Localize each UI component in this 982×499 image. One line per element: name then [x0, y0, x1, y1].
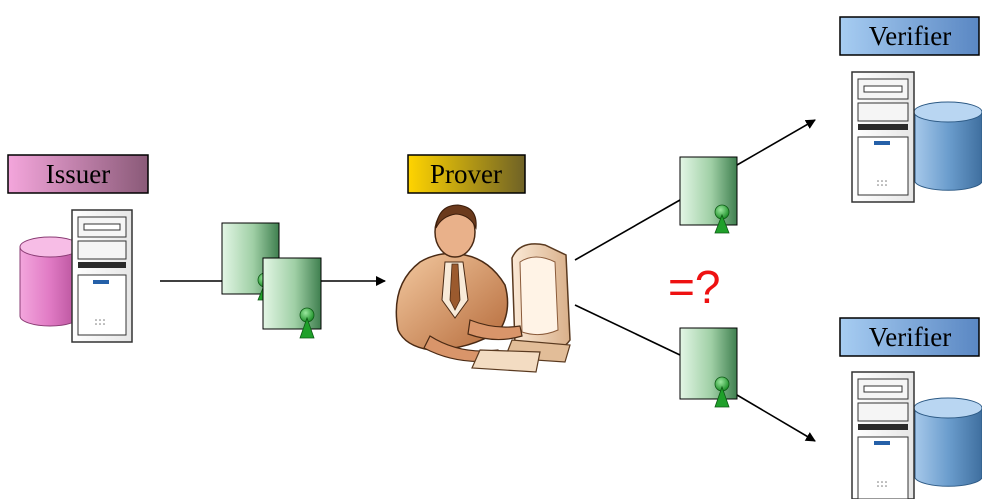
keyhole-icon [299, 307, 315, 339]
prover-label: Prover [407, 154, 526, 194]
verifier-bottom-server-icon [851, 371, 915, 499]
issuer-database-icon [19, 236, 81, 327]
verifier-top-database-icon [913, 101, 982, 191]
verifier-top-label: Verifier [839, 16, 980, 56]
issuer-server-icon [71, 209, 133, 343]
prover-person-at-computer-icon [395, 204, 571, 373]
arrow-prover-to-verifier-top [574, 199, 681, 261]
arrow-prover-to-verifier-bottom [574, 304, 681, 356]
presented-credential-top [679, 156, 738, 234]
verifier-bottom-database-icon [913, 397, 982, 487]
verifier-top-server-icon [851, 71, 915, 203]
credential-document-front [262, 257, 322, 339]
keyhole-icon [714, 376, 730, 408]
comparison-equals-question: =? [668, 261, 720, 313]
keyhole-icon [714, 204, 730, 234]
verifier-bottom-label-text: Verifier [869, 322, 951, 352]
presented-credential-bottom [679, 327, 738, 408]
verifier-top-label-text: Verifier [869, 21, 951, 51]
arrow-credential-to-verifier-bottom [736, 394, 816, 442]
prover-label-text: Prover [430, 159, 502, 189]
issuer-label: Issuer [7, 154, 149, 194]
verifier-bottom-label: Verifier [839, 317, 980, 357]
issuer-label-text: Issuer [46, 159, 110, 189]
arrow-credential-to-verifier-top [736, 119, 816, 166]
